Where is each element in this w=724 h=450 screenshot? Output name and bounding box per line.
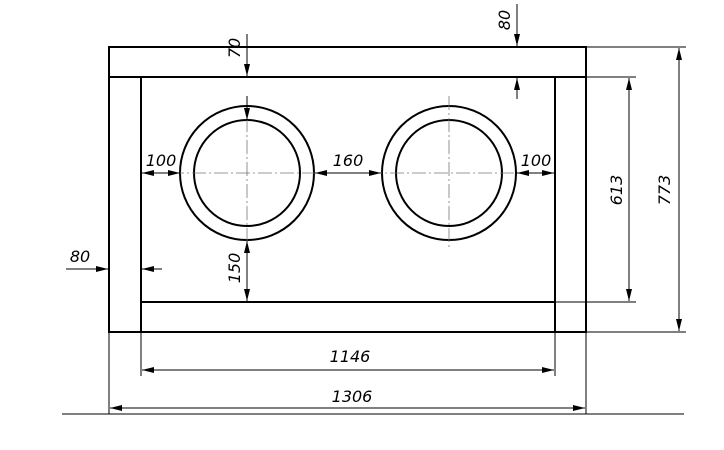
label-bottom-gap: 150 xyxy=(225,253,244,284)
label-left-frame: 80 xyxy=(70,247,90,266)
outer-frame xyxy=(108,46,587,333)
label-overall-height: 773 xyxy=(655,175,674,206)
label-inner-width: 1146 xyxy=(330,347,371,366)
dimension-labels: 1306 1146 773 613 80 70 100 160 100 80 1… xyxy=(70,10,674,406)
part-geometry xyxy=(108,46,587,333)
extension-lines xyxy=(62,46,686,415)
label-hole-spacing: 160 xyxy=(333,151,364,170)
label-left-gap: 100 xyxy=(146,151,177,170)
label-right-gap: 100 xyxy=(521,151,552,170)
label-top-frame: 80 xyxy=(495,10,514,30)
label-top-gap: 70 xyxy=(225,38,244,58)
label-inner-height: 613 xyxy=(607,175,626,206)
label-overall-width: 1306 xyxy=(332,387,373,406)
dimension-lines xyxy=(66,4,682,411)
